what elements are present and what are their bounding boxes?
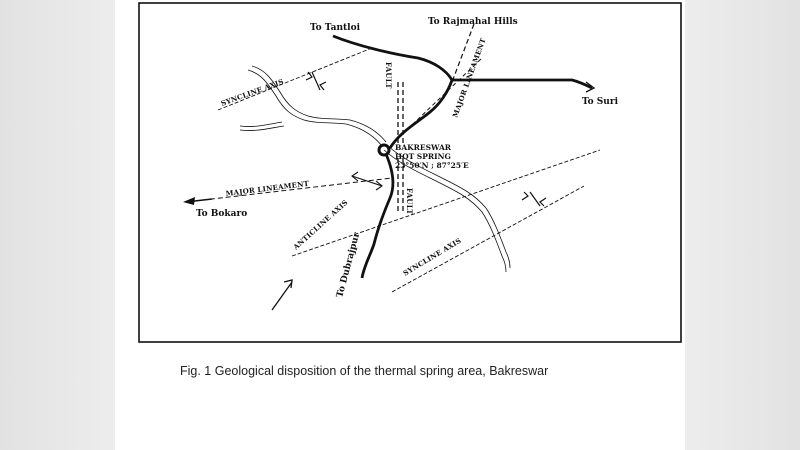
road-to-suri bbox=[451, 78, 593, 90]
bokaro-arrowhead bbox=[183, 197, 195, 205]
label-anticline-axis: ANTICLINE AXIS bbox=[291, 198, 350, 252]
rajmahal-direction-line bbox=[451, 23, 475, 83]
river-west bbox=[239, 121, 285, 131]
label-fault-top: FAULT bbox=[384, 62, 393, 89]
label-to-suri: To Suri bbox=[582, 97, 619, 107]
label-to-tantloi: To Tantloi bbox=[310, 23, 361, 33]
label-coords: 23°50′N ; 87°25′E bbox=[395, 161, 469, 170]
anticline-axis-line bbox=[291, 149, 601, 257]
figure-caption: Fig. 1 Geological disposition of the the… bbox=[180, 364, 549, 378]
fault-line bbox=[397, 82, 404, 214]
label-to-bokaro: To Bokaro bbox=[196, 209, 247, 219]
label-major-lineament-top: MAJOR LINEAMENT bbox=[450, 36, 487, 118]
label-major-lineament-left: MAJOR LINEAMENT bbox=[225, 179, 310, 198]
syncline-symbol-bottom bbox=[521, 191, 547, 207]
map-frame bbox=[138, 2, 682, 343]
left-background bbox=[0, 0, 115, 450]
suri-arrow-icon bbox=[585, 81, 596, 93]
north-arrow-shaft bbox=[271, 281, 293, 311]
north-arrow-icon bbox=[283, 279, 293, 289]
syncline-symbol-top bbox=[305, 71, 327, 91]
label-to-dubrajpur: To Dubrajpur bbox=[335, 231, 362, 298]
syncline-axis-bottom-line bbox=[391, 185, 585, 293]
label-syncline-axis-bottom: SYNCLINE AXIS bbox=[401, 236, 462, 278]
major-lineament-left-line bbox=[185, 177, 393, 203]
hot-spring-marker-icon bbox=[377, 143, 391, 157]
label-bakreswar: BAKRESWAR bbox=[395, 143, 452, 152]
right-background bbox=[685, 0, 800, 450]
label-fault-bottom: FAULT bbox=[405, 188, 414, 215]
label-syncline-axis-top: SYNCLINE AXIS bbox=[220, 77, 285, 108]
figure-sheet bbox=[115, 0, 685, 450]
label-to-rajmahal: To Rajmahal Hills bbox=[428, 17, 518, 27]
syncline-axis-top-line bbox=[217, 47, 373, 111]
road-junction-to-spring bbox=[388, 79, 454, 149]
river-north bbox=[247, 65, 387, 147]
river-east bbox=[383, 145, 511, 273]
label-hot-spring: HOT SPRING bbox=[395, 152, 451, 161]
road-to-dubrajpur bbox=[360, 153, 395, 279]
road-to-tantloi bbox=[332, 34, 454, 81]
anticline-symbol bbox=[351, 171, 383, 191]
